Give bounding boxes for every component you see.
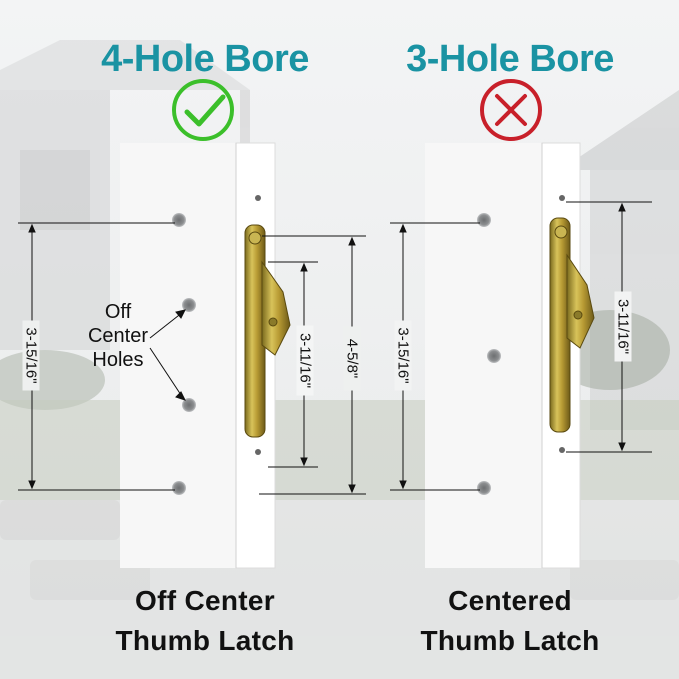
left-title: 4-Hole Bore [101,38,309,80]
check-circle-icon [172,79,234,141]
x-circle-icon [480,79,542,141]
left-caption-line-1: Off Center [135,585,275,616]
callout-line-2: Center [87,325,149,347]
left-dim-outer: 3-15/16" [22,320,40,391]
off-center-holes-callout: Off Center Holes [78,300,158,372]
right-thumb-latch [549,217,595,433]
left-dim-inner: 3-11/16" [296,325,314,396]
right-caption-line-2: Thumb Latch [420,625,600,656]
right-title: 3-Hole Bore [406,38,614,80]
right-bore-holes [477,213,501,495]
left-bore-holes [172,213,196,495]
right-caption-line-1: Centered [448,585,572,616]
right-screws [559,195,565,453]
left-thumb-latch [244,224,291,438]
callout-pointers [149,309,186,401]
right-dim-outer: 3-15/16" [394,320,412,391]
right-dim-inner: 3-11/16" [614,291,632,362]
callout-line-3: Holes [92,349,144,371]
left-caption-line-2: Thumb Latch [115,625,295,656]
callout-line-1: Off [104,301,132,323]
left-screws [255,195,261,455]
left-dim-total: 4-5/8" [343,326,361,391]
